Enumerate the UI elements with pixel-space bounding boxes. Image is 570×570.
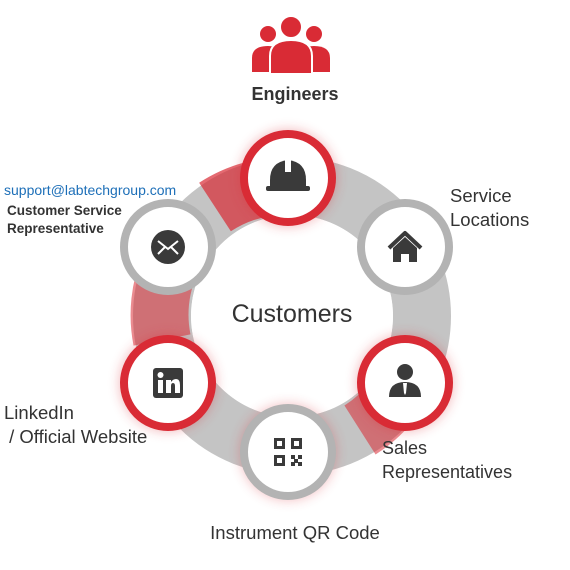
- customers-label: Customers: [231, 300, 353, 328]
- node-email: [120, 199, 216, 295]
- engineers-label: Engineers: [251, 84, 339, 104]
- person-tie-icon: [389, 364, 421, 397]
- service-locations-label: Service Locations: [450, 185, 530, 230]
- linkedin-website-label: LinkedIn / Official Website: [4, 402, 148, 447]
- home-icon: [387, 231, 423, 262]
- instrument-qr-code-label: Instrument QR Code: [210, 522, 380, 543]
- qr-code-icon: [274, 438, 302, 466]
- node-linkedin: [120, 335, 216, 431]
- node-sales: [357, 335, 453, 431]
- support-email-link[interactable]: support@labtechgroup.com: [4, 182, 177, 198]
- node-engineers: [240, 130, 336, 226]
- sales-representatives-label: Sales Representatives: [382, 438, 513, 482]
- engineers-group-icon: [252, 15, 330, 74]
- linkedin-icon: [153, 368, 183, 398]
- hard-hat-icon: [266, 158, 310, 191]
- node-service-locations: [357, 199, 453, 295]
- envelope-icon: [151, 230, 185, 264]
- customer-service-label: Customer Service Representative: [7, 203, 122, 236]
- center-circle: [191, 215, 393, 417]
- node-qr: [240, 404, 336, 500]
